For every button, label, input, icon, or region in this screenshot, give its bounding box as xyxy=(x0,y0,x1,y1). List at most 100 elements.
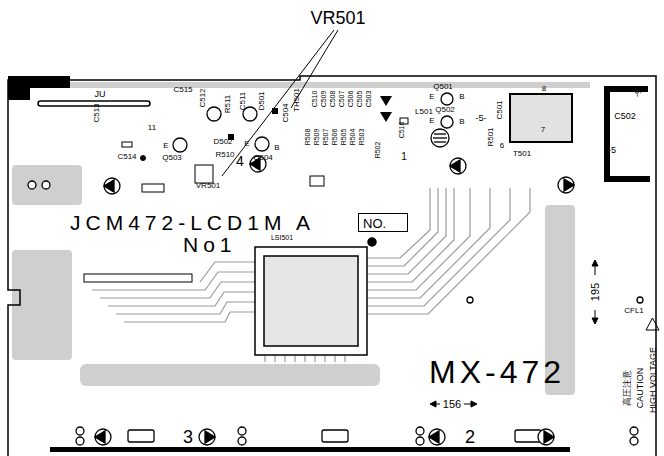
pcb-label: C514 xyxy=(117,153,136,161)
pcb-label: B xyxy=(459,93,464,101)
marker-symbol xyxy=(429,429,445,445)
connector-row xyxy=(84,274,192,282)
pcb-label: 3 xyxy=(183,428,193,446)
ground-band xyxy=(50,447,570,452)
pcb-label: L501 xyxy=(415,108,433,116)
pcb-label: 195 xyxy=(590,283,601,301)
trace xyxy=(367,188,510,306)
marker-symbol xyxy=(95,431,105,443)
small-pad xyxy=(142,184,164,192)
ic-chip xyxy=(255,247,367,355)
pcb-label: 6 xyxy=(500,142,504,150)
trace xyxy=(344,355,345,362)
pcb-label: 156 xyxy=(443,399,461,410)
pcb-label: Q502 xyxy=(435,106,455,114)
ic-chip xyxy=(264,256,358,346)
trace xyxy=(324,355,325,362)
trace xyxy=(367,188,454,282)
copper-area xyxy=(70,82,590,88)
pcb-label: C507 xyxy=(338,91,345,108)
pcb-label: C502 xyxy=(614,112,636,121)
trace xyxy=(304,355,305,362)
marker-symbol xyxy=(558,177,574,193)
trace xyxy=(264,355,265,362)
pcb-label: HIGH VOLTAGE xyxy=(649,347,658,413)
ground-band xyxy=(604,86,650,182)
board-outline xyxy=(8,76,656,456)
dimension-arrow xyxy=(592,260,598,266)
marker-symbol xyxy=(199,429,215,445)
mounting-hole xyxy=(637,297,643,303)
pcb-label: C512 xyxy=(199,88,207,107)
pcb-label: Q501 xyxy=(433,83,453,91)
small-pad xyxy=(141,156,146,161)
pcb-label: TH501 xyxy=(293,88,301,112)
pcb-label: C509 xyxy=(320,91,327,108)
bottom-pad xyxy=(322,430,348,442)
pcb-label: C503 xyxy=(365,91,372,108)
pcb-label: 11 xyxy=(148,124,156,132)
coil-symbol xyxy=(433,137,447,138)
pcb-label: 2 xyxy=(465,428,475,446)
pcb-label: C506 xyxy=(347,91,354,108)
bottom-pad xyxy=(416,427,424,435)
transformer-outline xyxy=(510,94,572,142)
box-text: NO. xyxy=(363,217,403,230)
dimension-arrow xyxy=(592,318,598,324)
pcb-label: R508 xyxy=(304,129,311,146)
bottom-pad xyxy=(238,437,246,445)
ground-band xyxy=(8,76,650,452)
bottom-pad xyxy=(128,430,154,442)
mounting-hole xyxy=(28,181,36,189)
coil-symbol xyxy=(431,129,449,147)
mounting-hole xyxy=(42,181,50,189)
marker-symbol xyxy=(104,178,120,194)
bottom-pad xyxy=(416,437,424,445)
trace xyxy=(367,188,490,298)
diode-mark xyxy=(272,108,278,114)
pcb-label: R502 xyxy=(374,142,381,159)
pcb-label: R511 xyxy=(224,95,232,114)
pcb-label: R509 xyxy=(313,129,320,146)
pcb-label: R507 xyxy=(322,129,329,146)
trace xyxy=(124,312,255,322)
transistor-symbol xyxy=(441,116,453,128)
pcb-label: R506 xyxy=(331,129,338,146)
trace xyxy=(314,355,315,362)
marker-symbol xyxy=(199,429,215,445)
pcb-label: E xyxy=(163,142,168,150)
pcb-label: 8 xyxy=(542,85,546,93)
marker-symbol xyxy=(429,431,439,443)
coil-symbol xyxy=(434,133,446,134)
pcb-label: B xyxy=(274,144,279,152)
pcb-label: VR501 xyxy=(196,182,220,190)
pcb-label: R510 xyxy=(215,151,234,159)
marker-symbol xyxy=(538,429,554,445)
pcb-label: -5 xyxy=(608,146,616,155)
trace xyxy=(294,355,295,362)
connector-row xyxy=(84,274,192,282)
mounting-hole xyxy=(467,297,473,303)
pcb-label: JU xyxy=(95,90,106,99)
trace xyxy=(284,355,285,362)
bottom-pad xyxy=(238,427,246,435)
pcb-label: R504 xyxy=(349,129,356,146)
copper-area xyxy=(80,364,380,386)
marker-symbol xyxy=(104,178,120,194)
pcb-label: C513 xyxy=(93,103,101,122)
copper-area xyxy=(12,250,72,360)
dimension-arrow xyxy=(430,401,436,407)
copper-area xyxy=(12,82,590,395)
marker-symbol xyxy=(104,180,114,192)
diode-mark xyxy=(380,96,392,106)
trace xyxy=(100,282,255,298)
bottom-pad xyxy=(76,427,84,435)
board-outline xyxy=(8,76,656,456)
bottom-pad xyxy=(630,437,638,445)
transistor-symbol xyxy=(441,93,453,105)
pcb-label: C508 xyxy=(329,91,336,108)
marker-symbol xyxy=(558,177,574,193)
serial-box: NO. xyxy=(358,213,408,232)
transformer-outline xyxy=(510,94,572,142)
